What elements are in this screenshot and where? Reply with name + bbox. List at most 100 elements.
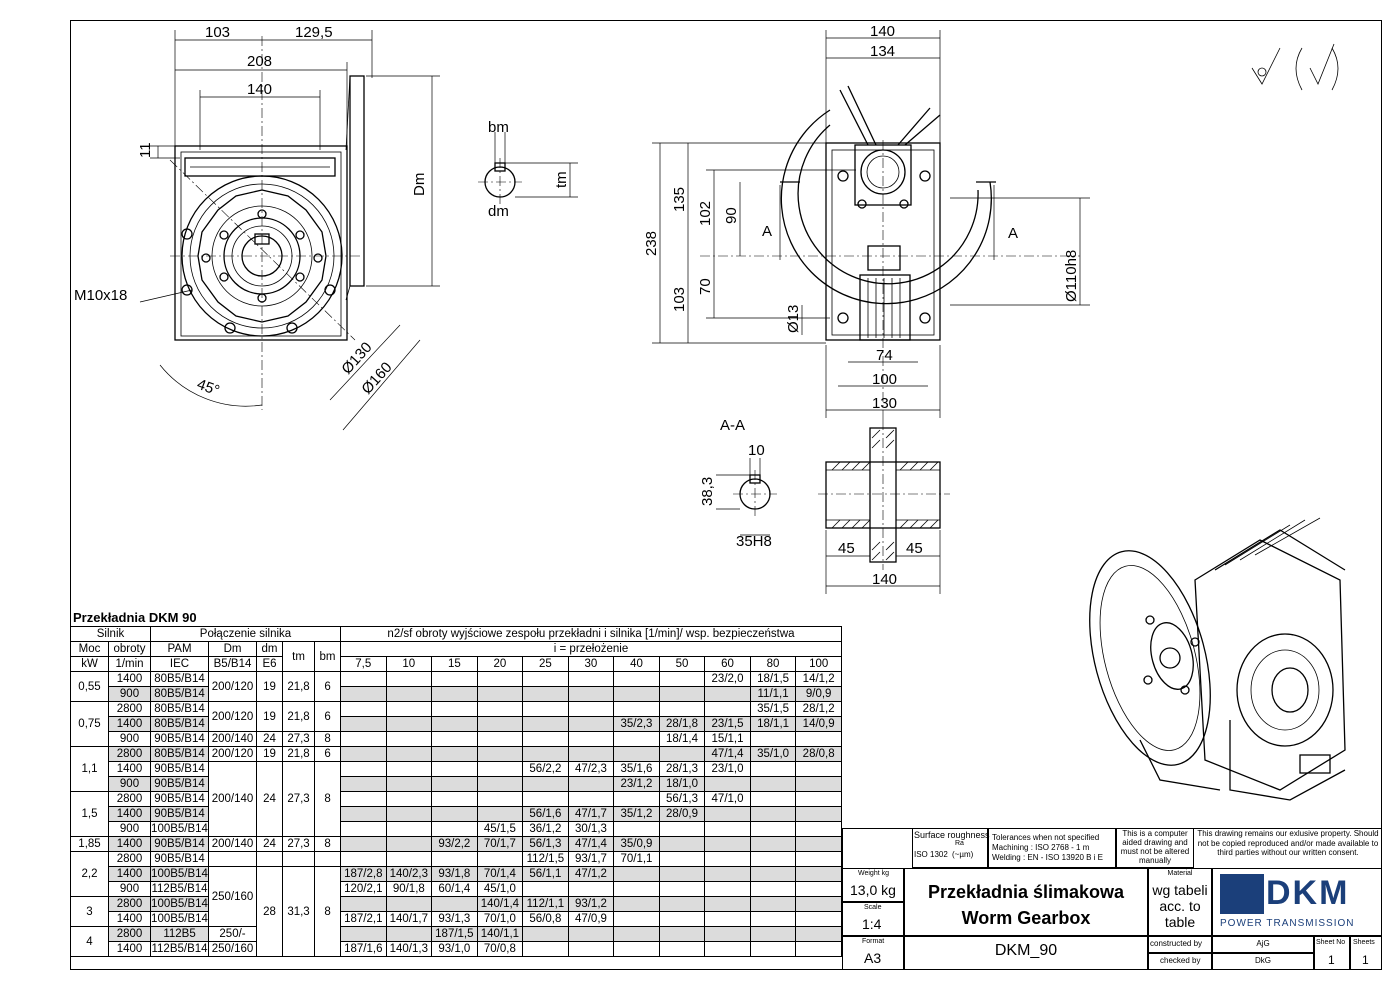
cell-output: 28/1,3 xyxy=(658,761,706,777)
cell-rpm: 2800 xyxy=(107,746,152,762)
header-rpm: obroty xyxy=(107,641,152,657)
cell-output xyxy=(340,761,387,777)
cell-output xyxy=(385,671,433,687)
cell-output xyxy=(704,911,751,927)
cell-output: 93/1,2 xyxy=(567,896,615,912)
cell-output xyxy=(613,686,660,702)
cell-output xyxy=(385,836,433,852)
cell-output: 14/0,9 xyxy=(795,716,842,732)
cell-output xyxy=(431,671,478,687)
cell-dm: 200/140 xyxy=(208,836,258,852)
isometric-view xyxy=(1089,517,1346,801)
cell-output xyxy=(704,881,751,897)
cell-output xyxy=(431,746,478,762)
cell-output xyxy=(431,701,478,717)
cell-output: 36/1,2 xyxy=(522,821,569,837)
title-en: Worm Gearbox xyxy=(961,908,1091,928)
dim-d110h8: Ø110h8 xyxy=(1063,250,1080,302)
cell-dm: 250/160 xyxy=(208,866,258,927)
cell-output: 11/1,1 xyxy=(749,686,797,702)
cell-rpm: 1400 xyxy=(107,671,152,687)
cell-output: 56/1,3 xyxy=(658,791,706,807)
cell-output xyxy=(795,731,842,747)
dim-45-right: 45 xyxy=(906,540,923,557)
key-detail: bm tm dm xyxy=(478,119,578,220)
cell-output: 23/1,2 xyxy=(613,776,660,792)
cell-output xyxy=(385,776,433,792)
cell-output xyxy=(522,671,569,687)
cell-dm-e6: 19 xyxy=(256,671,284,702)
cell-rpm: 2800 xyxy=(107,791,152,807)
cell-tm xyxy=(282,851,316,867)
dim-134: 134 xyxy=(870,43,895,60)
constructed-value: AjG xyxy=(1256,939,1270,948)
dim-103: 103 xyxy=(205,24,230,41)
ratio-header: 30 xyxy=(567,656,615,672)
cell-output xyxy=(658,671,706,687)
cell-output xyxy=(385,806,433,822)
cell-pam: 100B5/B14 xyxy=(150,911,210,927)
format-label: Format xyxy=(862,938,885,945)
side-view: 140 134 238 135 102 90 103 70 Ø13 A A Ø1… xyxy=(643,23,1090,420)
cell-output xyxy=(567,671,615,687)
cell-output xyxy=(749,821,797,837)
cell-output xyxy=(340,686,387,702)
cell-output xyxy=(522,746,569,762)
dim-208: 208 xyxy=(247,53,272,70)
cell-rpm: 1400 xyxy=(107,941,152,957)
cell-output xyxy=(749,911,797,927)
cell-output xyxy=(704,896,751,912)
drawing-frame xyxy=(70,20,1382,970)
cell-output xyxy=(749,836,797,852)
cell-output xyxy=(658,746,706,762)
cell-output: 28/0,8 xyxy=(795,746,842,762)
cell-tm: 21,8 xyxy=(282,746,316,762)
cell-pam: 90B5/B14 xyxy=(150,776,210,792)
dim-tm: tm xyxy=(553,171,570,188)
cell-output xyxy=(795,791,842,807)
cell-output xyxy=(749,731,797,747)
cell-output xyxy=(567,791,615,807)
cell-output xyxy=(795,866,842,882)
cell-output: 187/2,8 xyxy=(340,866,387,882)
cell-output xyxy=(658,941,706,957)
weight-label: Weight kg xyxy=(858,870,889,877)
cell-output xyxy=(749,926,797,942)
dim-38-3: 38,3 xyxy=(699,477,716,506)
cell-output xyxy=(613,701,660,717)
roughness-symbol xyxy=(1251,43,1339,91)
cell-output: 93/1,7 xyxy=(567,851,615,867)
cell-bm xyxy=(314,851,342,867)
dim-d160: Ø160 xyxy=(358,359,395,398)
cell-pam: 90B5/B14 xyxy=(150,836,210,852)
header-dm: Dm xyxy=(208,641,258,657)
cell-output xyxy=(522,716,569,732)
section-label: A-A xyxy=(720,417,745,434)
cell-rpm: 1400 xyxy=(107,716,152,732)
cell-rpm: 2800 xyxy=(107,896,152,912)
header-tm: tm xyxy=(282,641,316,672)
cell-output xyxy=(340,926,387,942)
cell-output xyxy=(795,926,842,942)
cell-output xyxy=(704,941,751,957)
cell-output: 70/1,1 xyxy=(613,851,660,867)
cell-output xyxy=(749,866,797,882)
ratio-header: 40 xyxy=(613,656,660,672)
cell-output: 35/1,5 xyxy=(749,701,797,717)
sheets-value: 1 xyxy=(1362,953,1369,967)
cell-output: 18/1,1 xyxy=(749,716,797,732)
dim-238: 238 xyxy=(643,231,660,256)
cell-kw: 0,75 xyxy=(70,701,109,747)
cell-output xyxy=(431,716,478,732)
cell-output xyxy=(385,761,433,777)
cell-output xyxy=(522,941,569,957)
cell-output xyxy=(385,821,433,837)
cell-pam: 112B5/B14 xyxy=(150,941,210,957)
ratio-header: 15 xyxy=(431,656,478,672)
cell-dm xyxy=(208,851,258,867)
